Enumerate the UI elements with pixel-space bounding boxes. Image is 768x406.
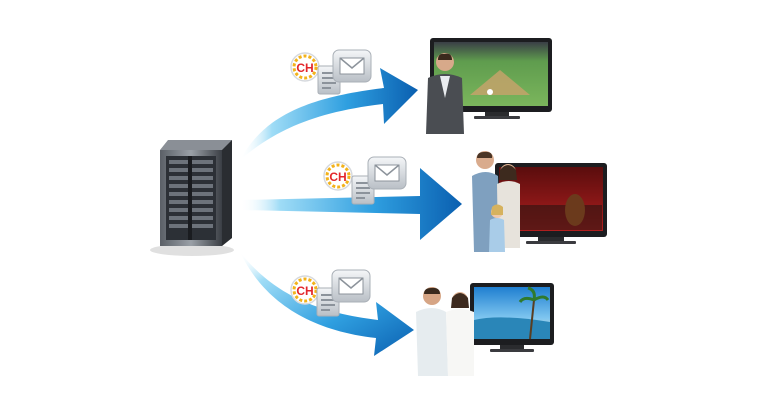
couple-figure: [416, 287, 474, 376]
presenter-figure: [426, 53, 464, 134]
channel-badge-label: CH: [296, 284, 313, 298]
mail-envelope-icon: [332, 49, 372, 83]
channel-badge-label: CH: [296, 61, 313, 75]
arrow-to-bottom-tv: [240, 252, 414, 356]
channel-badge-icon: CH: [290, 275, 320, 305]
mail-envelope-icon: [367, 156, 407, 190]
channel-badge-icon: CH: [290, 52, 320, 82]
payload-icons-top: CH: [290, 49, 372, 95]
mail-envelope-icon: [331, 269, 371, 303]
payload-icons-bottom: CH: [290, 269, 371, 317]
channel-badge-label: CH: [329, 170, 346, 184]
payload-icons-middle: CH: [323, 156, 407, 205]
server-icon: [150, 140, 234, 256]
arrow-to-top-tv: [240, 68, 418, 160]
family-figure: [472, 151, 520, 252]
arrow-to-middle-tv: [240, 168, 462, 240]
tv-display-icon: [470, 283, 554, 352]
channel-badge-icon: CH: [323, 161, 353, 191]
